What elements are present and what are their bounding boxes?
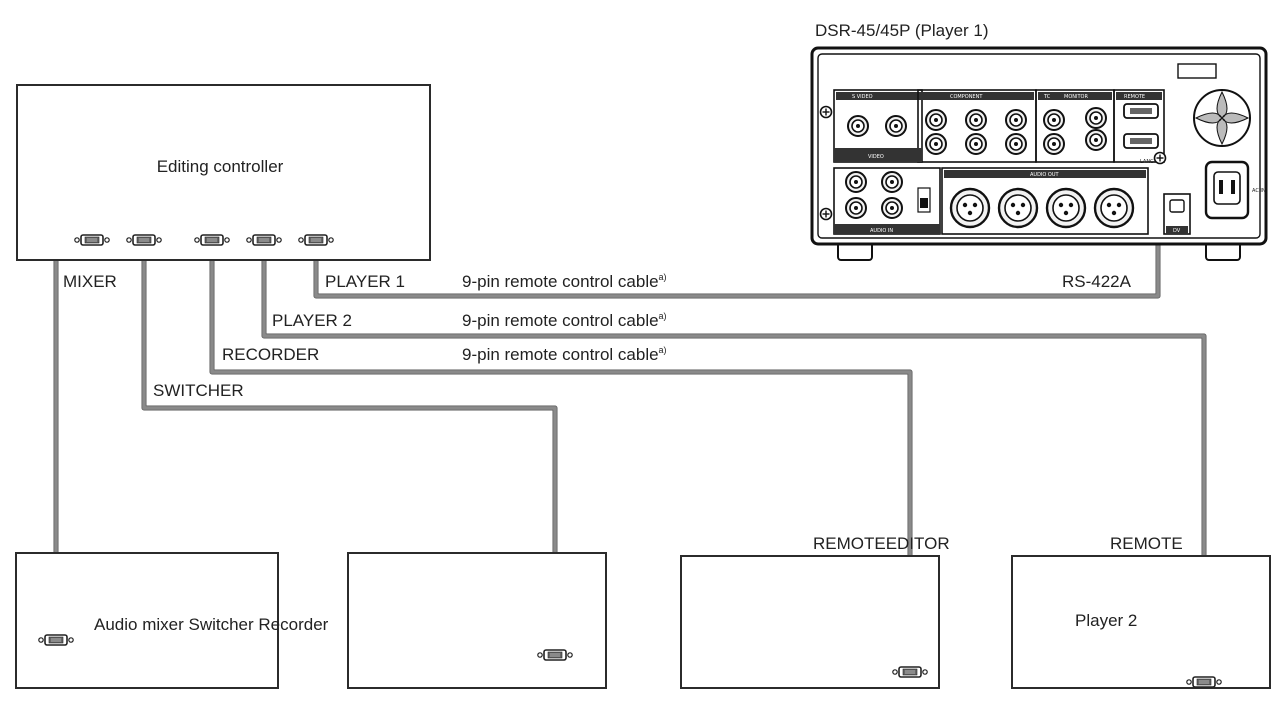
port-label-mixer: MIXER: [63, 272, 117, 291]
component-bnc-icon: [965, 133, 987, 155]
deck-rear-panel: S VIDEO COMPONENT TC MONITOR REMOTE VIDE…: [810, 46, 1268, 261]
audio-in-jack-icon: [881, 171, 903, 193]
device-label-audio-mixer-switcher-recorder: Audio mixer Switcher Recorder: [94, 615, 329, 634]
panel-label-ac-in: AC IN: [1252, 188, 1266, 194]
device-recorder: [680, 555, 940, 689]
audio-in-jack-icon: [845, 171, 867, 193]
screw-icon: [819, 207, 833, 221]
component-bnc-icon: [965, 109, 987, 131]
panel-label-tc: TC: [1043, 94, 1051, 100]
monitor-jack-icon: [1085, 107, 1107, 129]
component-bnc-icon: [1005, 109, 1027, 131]
editing-controller: Editing controller: [16, 84, 431, 261]
port-label-player2: PLAYER 2: [272, 311, 352, 330]
panel-label-dv: DV: [1173, 228, 1181, 234]
panel-label-video: VIDEO: [868, 154, 884, 160]
screw-icon: [819, 105, 833, 119]
cables: [53, 178, 1207, 682]
recorder-port-label: REMOTEEDITOR: [813, 534, 950, 553]
cable-note-1: a): [659, 272, 667, 282]
cable-label-3: 9-pin remote control cablea): [462, 345, 667, 364]
s-video-out-icon: [885, 115, 907, 137]
panel-label-monitor: MONITOR: [1064, 94, 1088, 100]
device-audio-mixer: [15, 552, 279, 689]
s-video-in-icon: [847, 115, 869, 137]
device-switcher: [347, 552, 607, 689]
audio-out-xlr-icon: [949, 187, 991, 229]
cable-note-2: a): [659, 311, 667, 321]
panel-label-lanc: LANC: [1140, 159, 1154, 165]
tc-bnc-icon: [1043, 133, 1065, 155]
port-label-switcher: SWITCHER: [153, 381, 244, 400]
cable-label-1: 9-pin remote control cablea): [462, 272, 667, 291]
player2-port-label: REMOTE: [1110, 534, 1183, 553]
component-bnc-icon: [1005, 133, 1027, 155]
panel-label-remote: REMOTE: [1124, 94, 1145, 100]
port-label-recorder: RECORDER: [222, 345, 319, 364]
audio-in-jack-icon: [881, 197, 903, 219]
device-label-player2: Player 2: [1075, 611, 1137, 630]
audio-out-xlr-icon: [997, 187, 1039, 229]
panel-label-component: COMPONENT: [950, 94, 983, 100]
lanc-jack-icon: [1153, 151, 1167, 165]
audio-out-xlr-icon: [1093, 187, 1135, 229]
tc-bnc-icon: [1043, 109, 1065, 131]
audio-out-xlr-icon: [1045, 187, 1087, 229]
panel-label-audio-out: AUDIO OUT: [1030, 172, 1060, 178]
device-player2: [1011, 555, 1271, 689]
monitor-jack-icon: [1085, 129, 1107, 151]
cable-label-2: 9-pin remote control cablea): [462, 311, 667, 330]
device-title: DSR-45/45P (Player 1): [815, 21, 989, 40]
cable-note-3: a): [659, 345, 667, 355]
panel-label-audio-in: AUDIO IN: [870, 228, 893, 234]
port-label-player1: PLAYER 1: [325, 272, 405, 291]
component-bnc-icon: [925, 133, 947, 155]
component-bnc-icon: [925, 109, 947, 131]
deck-port-label: RS-422A: [1062, 272, 1132, 291]
editing-controller-label: Editing controller: [157, 157, 284, 176]
audio-in-jack-icon: [845, 197, 867, 219]
panel-label-s-video: S VIDEO: [852, 94, 873, 100]
